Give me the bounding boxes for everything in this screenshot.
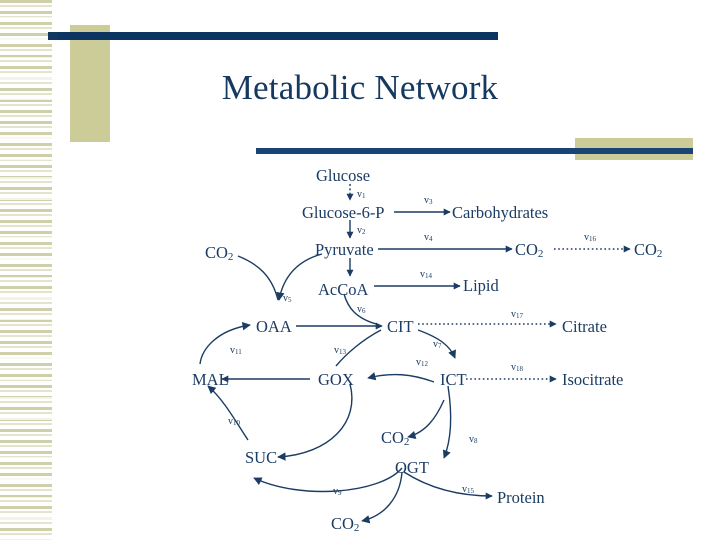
flux-label-v15: v15: [462, 484, 474, 495]
node-suc: SUC: [245, 448, 278, 467]
khaki-block-left: [70, 25, 110, 142]
flux-label-v11: v11: [230, 345, 242, 356]
node-accoa: AcCoA: [318, 280, 369, 299]
flux-label-v1: v1: [357, 189, 366, 200]
node-co2-into-oaa: CO2: [205, 243, 234, 263]
node-lipid: Lipid: [463, 276, 499, 295]
flux-label-v7: v7: [433, 339, 442, 350]
node-cit: CIT: [387, 317, 414, 336]
node-carbohydrates: Carbohydrates: [452, 203, 549, 222]
flux-label-v9: v9: [333, 486, 342, 497]
metabolic-network-diagram: Glucose Glucose-6-P Carbohydrates Pyruva…: [0, 160, 720, 540]
node-co2-from-ogt: CO2: [331, 514, 360, 534]
flux-label-v8: v8: [469, 434, 478, 445]
band-tick-decoration: [48, 32, 57, 40]
flux-label-v6: v6: [357, 304, 366, 315]
flux-label-v4: v4: [424, 232, 433, 243]
node-glucose-6-p: Glucose-6-P: [302, 203, 385, 222]
node-gox: GOX: [318, 370, 354, 389]
flux-label-v16: v16: [584, 232, 596, 243]
flux-label-v3: v3: [424, 195, 433, 206]
node-protein: Protein: [497, 488, 545, 507]
flux-label-v18: v18: [511, 362, 523, 373]
node-co2-output: CO2: [634, 240, 663, 260]
node-isocitrate: Isocitrate: [562, 370, 624, 389]
left-stripe-decoration: [0, 0, 52, 540]
node-oaa: OAA: [256, 317, 292, 336]
node-glucose: Glucose: [316, 166, 371, 185]
flux-label-v13: v13: [334, 345, 346, 356]
flux-label-v12: v12: [416, 357, 428, 368]
page-title: Metabolic Network: [221, 68, 499, 107]
flux-label-v2: v2: [357, 225, 366, 236]
node-ict: ICT: [440, 370, 467, 389]
navy-rule-top: [48, 32, 498, 40]
node-pyruvate: Pyruvate: [315, 240, 374, 259]
node-mal: MAL: [192, 370, 229, 389]
flux-label-v14: v14: [420, 269, 432, 280]
pathway-edges: [199, 184, 631, 524]
node-co2-from-pyruvate: CO2: [515, 240, 544, 260]
node-co2-from-ict: CO2: [381, 428, 410, 448]
node-citrate: Citrate: [562, 317, 607, 336]
flux-label-v5: v5: [283, 293, 292, 304]
flux-label-v17: v17: [511, 309, 523, 320]
node-ogt: OGT: [395, 458, 429, 477]
flux-label-v10: v10: [228, 416, 240, 427]
navy-rule-mid: [256, 148, 693, 154]
